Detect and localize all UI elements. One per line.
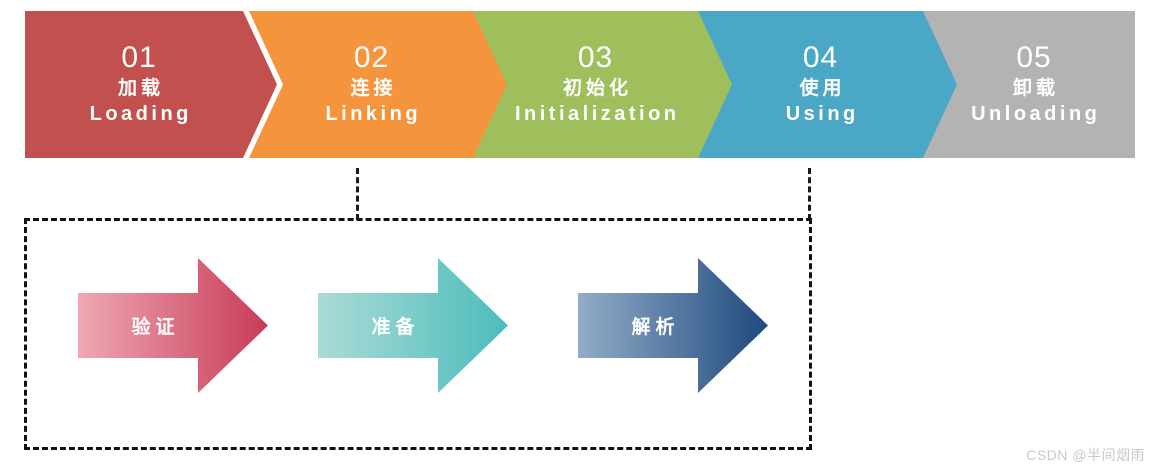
- phase-shape-05: [923, 11, 1135, 158]
- phase-label-cn-01: 加载: [117, 78, 164, 100]
- phase-block-05[interactable]: 05 卸载 Unloading: [923, 11, 1135, 158]
- phase-shape-01: [25, 11, 277, 158]
- phase-label-cn-02: 连接: [350, 78, 397, 100]
- watermark-text: CSDN @半间烟雨: [1026, 447, 1145, 463]
- phase-shape-04: [698, 11, 967, 158]
- phase-shape-02: [249, 11, 518, 158]
- phase-block-02[interactable]: 02 连接 Linking: [249, 11, 518, 158]
- step-arrow-shape-verify: [78, 258, 268, 393]
- phase-label-en-01: Loading: [89, 103, 192, 126]
- phase-block-03[interactable]: 03 初始化 Initialization: [473, 11, 742, 158]
- phase-band: 01 加载 Loading 02 连接 Linking 03 初始化: [0, 0, 1159, 175]
- phase-number-05: 05: [1016, 40, 1052, 74]
- connector-using-to-detail: [808, 168, 811, 220]
- step-arrow-prepare[interactable]: 准备: [318, 258, 508, 393]
- phase-number-01: 01: [121, 40, 157, 74]
- phase-label-cn-03: 初始化: [562, 78, 632, 100]
- step-arrow-verify[interactable]: 验证: [78, 258, 268, 393]
- phase-block-04[interactable]: 04 使用 Using: [698, 11, 967, 158]
- phase-block-01[interactable]: 01 加载 Loading: [25, 11, 277, 158]
- step-arrow-shape-prepare: [318, 258, 508, 393]
- phase-label-en-05: Unloading: [971, 103, 1101, 126]
- phase-label-cn-05: 卸载: [1012, 78, 1059, 100]
- phase-label-en-03: Initialization: [514, 103, 680, 126]
- phase-number-03: 03: [577, 40, 614, 74]
- phase-label-en-04: Using: [785, 103, 859, 126]
- phase-label-cn-04: 使用: [799, 78, 846, 100]
- phase-number-02: 02: [353, 40, 390, 74]
- phase-number-04: 04: [802, 40, 839, 74]
- step-arrow-shape-resolve: [578, 258, 768, 393]
- linking-detail-box: [24, 218, 812, 450]
- phase-shape-03: [473, 11, 742, 158]
- connector-linking-to-detail: [356, 168, 359, 220]
- step-arrow-resolve[interactable]: 解析: [578, 258, 768, 393]
- phase-label-en-02: Linking: [325, 103, 422, 126]
